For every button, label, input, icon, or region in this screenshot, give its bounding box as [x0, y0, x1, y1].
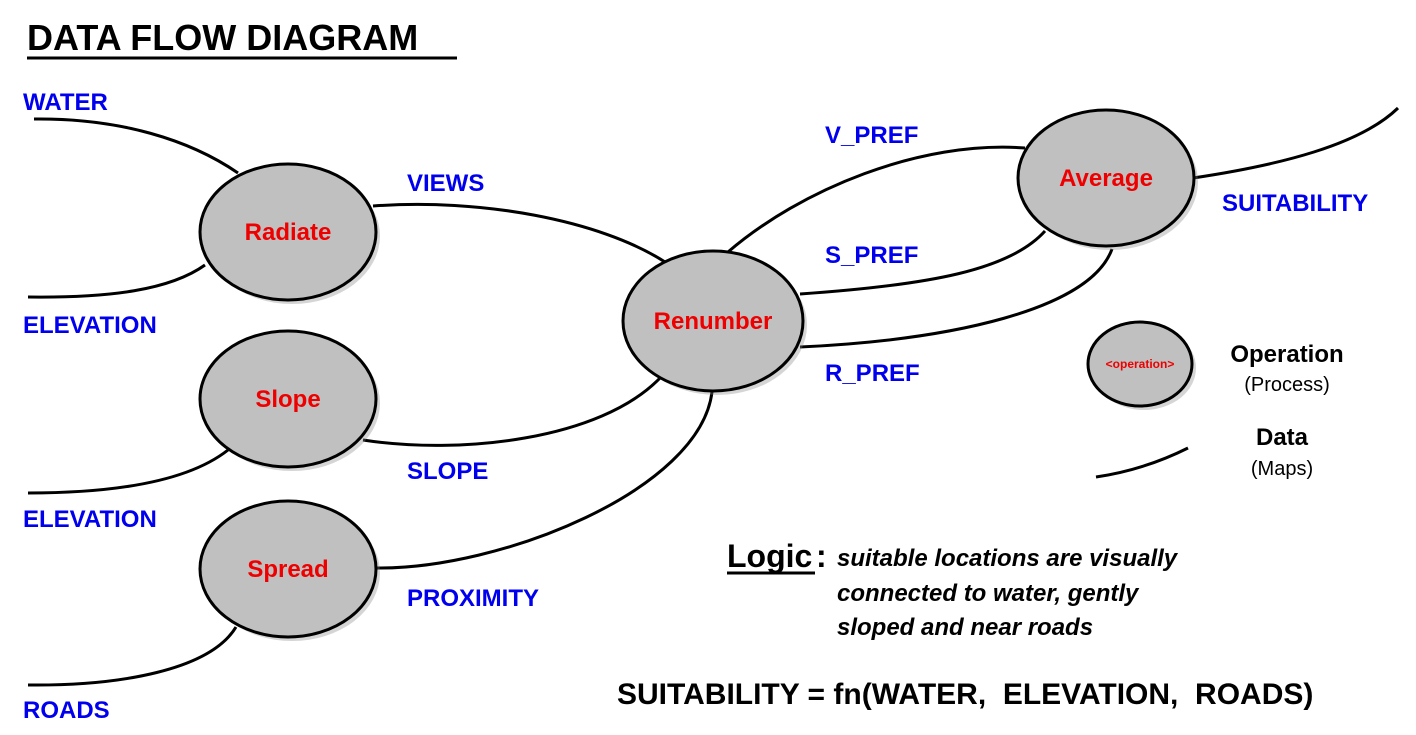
data-label-r-pref: R_PREF — [825, 360, 920, 387]
data-label-views: VIEWS — [407, 170, 484, 197]
logic-colon: : — [816, 538, 827, 574]
logic-block: Logic : suitable locations are visually … — [727, 538, 1179, 641]
logic-line-3: sloped and near roads — [837, 614, 1093, 641]
data-label-elevation-2: ELEVATION — [23, 506, 157, 533]
flow-roads — [27, 626, 238, 687]
legend-data-line — [1095, 446, 1189, 479]
flow-water — [33, 117, 239, 175]
legend-operation-subtitle: (Process) — [1244, 374, 1330, 396]
flow-elevation-2 — [27, 448, 229, 495]
logic-heading: Logic — [727, 538, 812, 574]
flow-s-pref — [799, 229, 1047, 296]
legend-data-title: Data — [1256, 424, 1309, 451]
operation-radiate-label: Radiate — [245, 219, 332, 246]
data-label-v-pref: V_PREF — [825, 122, 918, 149]
operation-spread: Spread — [198, 499, 380, 641]
operation-slope-label: Slope — [255, 386, 320, 413]
data-label-proximity: PROXIMITY — [407, 585, 539, 612]
data-label-elevation-1: ELEVATION — [23, 312, 157, 339]
flow-elevation-1 — [27, 263, 206, 299]
flow-proximity — [374, 391, 714, 570]
data-label-roads: ROADS — [23, 697, 110, 724]
logic-line-1: suitable locations are visually — [837, 545, 1179, 572]
logic-line-2: connected to water, gently — [837, 580, 1140, 607]
operation-average: Average — [1016, 108, 1198, 250]
legend-operation-title: Operation — [1230, 341, 1343, 368]
operation-average-label: Average — [1059, 165, 1153, 192]
legend-operation-placeholder: <operation> — [1106, 357, 1175, 371]
data-label-s-pref: S_PREF — [825, 242, 918, 269]
flow-slope — [362, 376, 662, 447]
operation-renumber: Renumber — [621, 249, 807, 395]
legend-operation-symbol: <operation> — [1086, 320, 1196, 410]
data-label-water: WATER — [23, 89, 108, 116]
operation-slope: Slope — [198, 329, 380, 471]
flow-views — [372, 202, 666, 264]
flow-suitability — [1192, 106, 1400, 180]
operation-radiate: Radiate — [198, 162, 380, 304]
flow-r-pref — [799, 248, 1114, 349]
data-label-suitability: SUITABILITY — [1222, 190, 1368, 217]
operation-renumber-label: Renumber — [654, 308, 773, 335]
data-label-slope: SLOPE — [407, 458, 488, 485]
flow-v-pref — [727, 145, 1026, 254]
legend: <operation> Operation (Process) Data (Ma… — [1086, 320, 1344, 480]
operation-spread-label: Spread — [247, 556, 328, 583]
legend-data-subtitle: (Maps) — [1251, 458, 1313, 480]
diagram-title: DATA FLOW DIAGRAM — [27, 17, 418, 58]
suitability-formula: SUITABILITY = fn(WATER, ELEVATION, ROADS… — [617, 678, 1313, 711]
